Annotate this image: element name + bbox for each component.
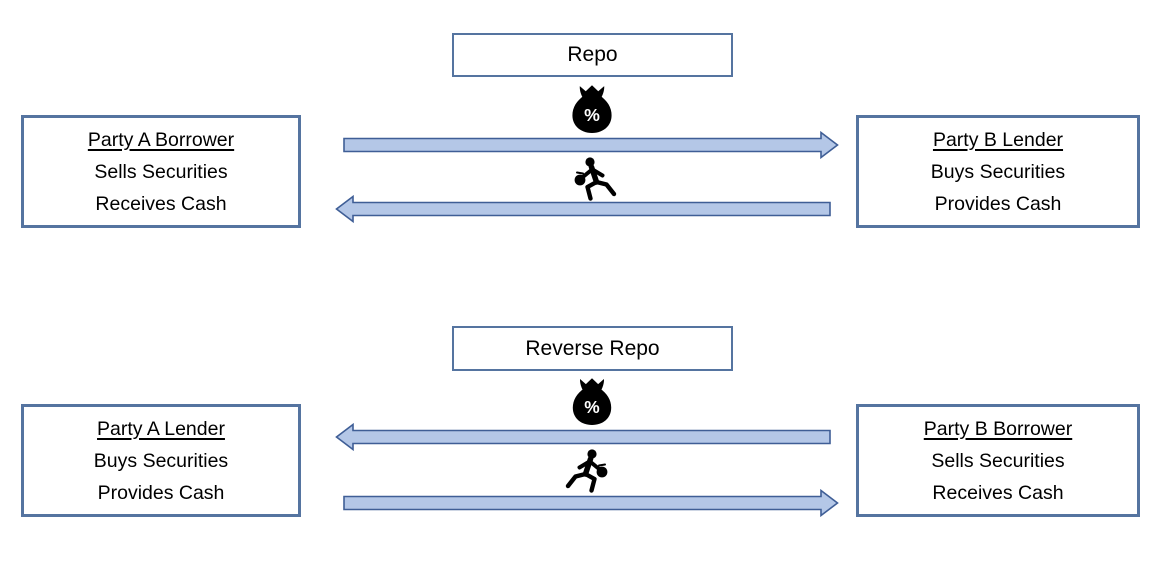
repo-party-b-box: Party B Lender Buys Securities Provides … [856, 115, 1140, 228]
party-heading: Party B Borrower [923, 417, 1073, 440]
party-heading: Party B Lender [932, 128, 1064, 151]
party-action: Provides Cash [934, 192, 1062, 215]
party-heading: Party A Lender [97, 417, 225, 440]
repo-arrow-left [335, 195, 831, 223]
party-action: Provides Cash [97, 481, 225, 504]
repo-title-box: Repo [452, 33, 733, 77]
party-action: Buys Securities [93, 449, 229, 472]
reverse-repo-party-b-box: Party B Borrower Sells Securities Receiv… [856, 404, 1140, 517]
repo-arrow-right [343, 131, 839, 159]
reverse-repo-arrow-right [343, 489, 839, 517]
reverse-repo-title-box: Reverse Repo [452, 326, 733, 371]
reverse-repo-party-a-box: Party A Lender Buys Securities Provides … [21, 404, 301, 517]
repo-title-label: Repo [567, 43, 618, 66]
party-action: Receives Cash [932, 481, 1064, 504]
money-bag-percent-icon [571, 84, 613, 134]
reverse-repo-title-label: Reverse Repo [525, 336, 660, 360]
reverse-repo-arrow-left [335, 423, 831, 451]
party-action: Buys Securities [930, 160, 1066, 183]
money-bag-percent-icon [571, 377, 613, 426]
party-action: Sells Securities [931, 449, 1065, 472]
party-action: Receives Cash [95, 192, 227, 215]
party-heading: Party A Borrower [87, 128, 235, 151]
repo-party-a-box: Party A Borrower Sells Securities Receiv… [21, 115, 301, 228]
party-action: Sells Securities [94, 160, 228, 183]
